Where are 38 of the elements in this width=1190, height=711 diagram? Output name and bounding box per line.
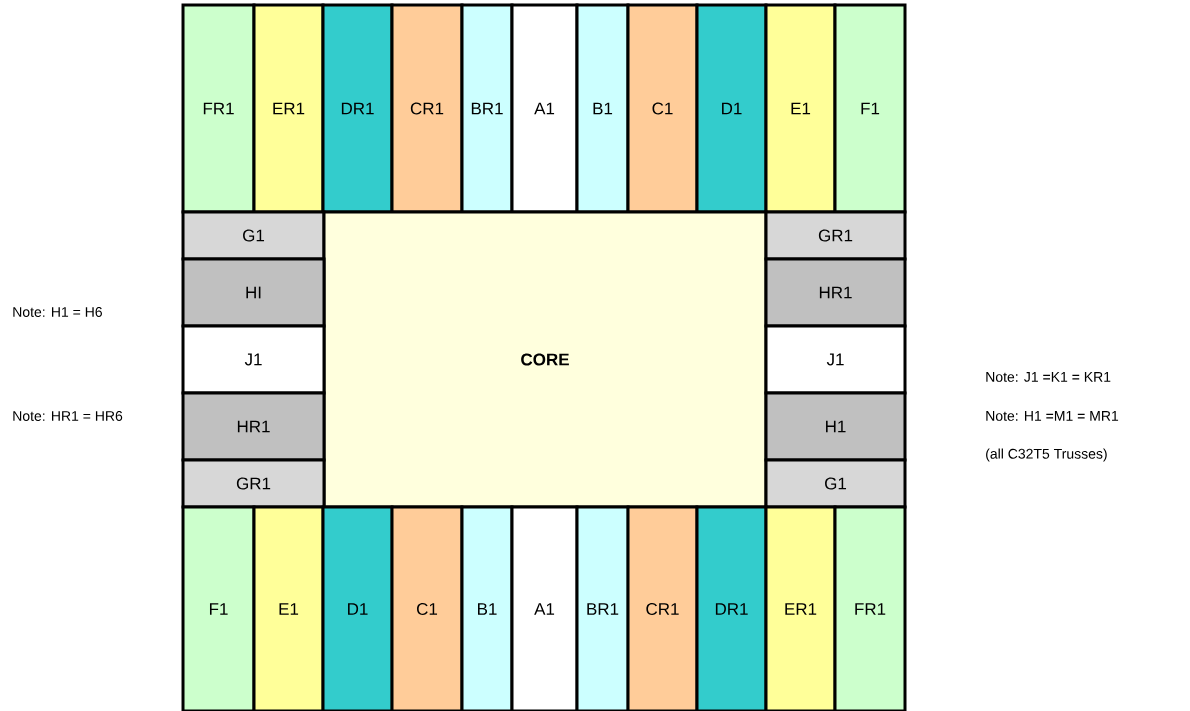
panel-box: E1 (764, 3, 837, 214)
panel-box: C1 (390, 505, 464, 711)
panel-box: A1 (510, 505, 579, 711)
panel-box: ER1 (764, 505, 837, 711)
panel-box: F1 (181, 505, 256, 711)
panel-box: FR1 (181, 3, 256, 214)
panel-box: E1 (252, 505, 325, 711)
note-text: Note: H1 = H6 (13, 307, 102, 317)
note-text: Note: HR1 = HR6 (13, 411, 123, 421)
panel-box: D1 (695, 3, 768, 214)
panel-box: FR1 (833, 505, 907, 711)
panel-box: D1 (321, 505, 394, 711)
panel-box: BR1 (460, 3, 514, 214)
panel-box: ER1 (252, 3, 325, 214)
core-box: CORE (322, 210, 768, 509)
panel-box: DR1 (695, 505, 768, 711)
panel-box: J1 (181, 324, 326, 395)
panel-box: HR1 (181, 391, 326, 462)
panel-box: GR1 (181, 458, 326, 509)
panel-box: B1 (460, 505, 514, 711)
panel-box: H1 (764, 391, 907, 462)
panel-box: DR1 (321, 3, 394, 214)
panel-box: G1 (181, 210, 326, 261)
panel-box: HI (181, 257, 326, 328)
panel-box: CR1 (626, 505, 699, 711)
note-text: Note: H1 =M1 = MR1 (986, 411, 1119, 421)
panel-box: BR1 (575, 505, 630, 711)
panel-box: HR1 (764, 257, 907, 328)
note-text: Note: J1 =K1 = KR1 (986, 372, 1111, 382)
panel-box: B1 (575, 3, 630, 214)
panel-box: J1 (764, 324, 907, 395)
panel-box: C1 (626, 3, 699, 214)
note-text: (all C32T5 Trusses) (986, 448, 1107, 462)
panel-box: CR1 (390, 3, 464, 214)
panel-box: A1 (510, 3, 579, 214)
panel-box: G1 (764, 458, 907, 509)
panel-box: F1 (833, 3, 907, 214)
panel-box: GR1 (764, 210, 907, 261)
